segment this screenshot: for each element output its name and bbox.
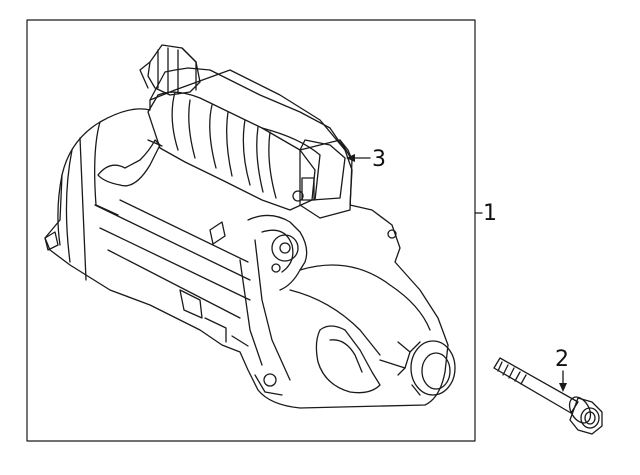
callout-label-1: 1 — [483, 201, 497, 226]
callout-label-3: 3 — [372, 147, 386, 172]
starter-motor — [45, 45, 455, 408]
assembly-frame — [27, 20, 475, 441]
callout-3-arrowhead — [346, 154, 355, 162]
mounting-bolt — [494, 358, 602, 434]
callout-label-2: 2 — [555, 347, 569, 372]
callout-2-arrowhead — [559, 383, 567, 392]
